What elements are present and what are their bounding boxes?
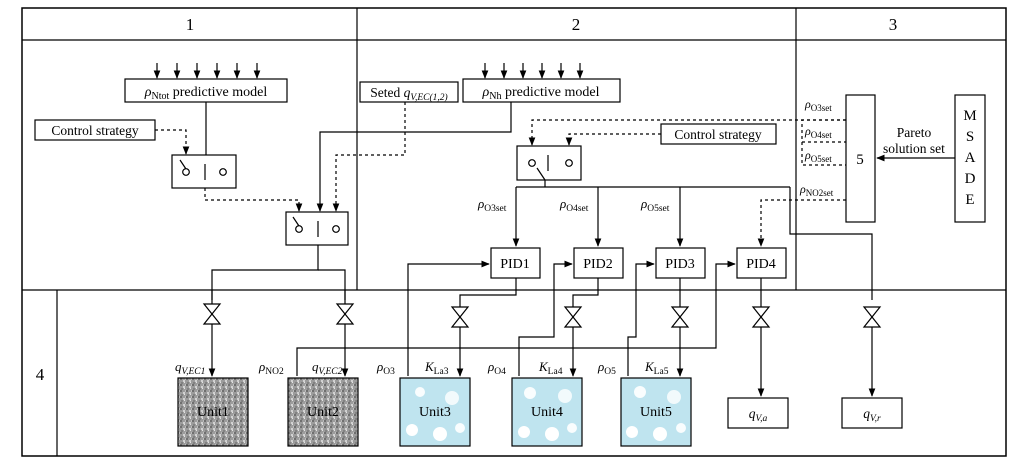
- nh-predictive-model-label: ρNh predictive model: [482, 85, 600, 102]
- msade-letter-a: A: [965, 150, 976, 166]
- seted-qv-ec-label: Seted qV,EC(1,2): [370, 85, 447, 103]
- msade-letter-d: D: [965, 171, 976, 187]
- switch-3: [516, 145, 582, 181]
- section-2-label: 2: [572, 15, 581, 34]
- pid2-block: [573, 247, 624, 279]
- section-1-label: 1: [186, 15, 195, 34]
- block-5: [845, 94, 876, 223]
- pid1-to-kla3-valve: [459, 278, 517, 307]
- block-5-label: 5: [856, 152, 864, 168]
- unit4: Unit4: [511, 377, 583, 447]
- unit1: Unit1: [177, 377, 249, 447]
- rho-o4-label: ρO4: [487, 359, 506, 377]
- rho-o4set-label: ρO4set: [559, 196, 589, 214]
- rho-o5set-label-3: ρO5set: [804, 148, 832, 164]
- rho-o4set-label-3: ρO4set: [804, 124, 832, 140]
- control-strategy-label-1: Control strategy: [51, 123, 139, 138]
- rho-no2-label: ρNO2: [258, 359, 284, 377]
- outer-frame: [21, 7, 1007, 457]
- kla4-label: KLa4: [538, 359, 563, 377]
- rho-o3-label: ρO3: [376, 359, 395, 377]
- msade-letter-s: S: [966, 129, 974, 145]
- unit5-label: Unit5: [640, 405, 672, 420]
- qva-box: [727, 397, 789, 429]
- qva-label: qV,a: [749, 406, 768, 424]
- kla5-label: KLa5: [644, 359, 669, 377]
- switch2-to-ec2-valve: [318, 269, 346, 300]
- valve-kla4: [563, 306, 583, 328]
- pid1-label: PID1: [500, 257, 530, 272]
- bus-to-qvr-valve: [789, 187, 873, 300]
- rho-no2set-label-3: ρNO2set: [799, 182, 834, 198]
- input-arrows-ntot: [153, 63, 261, 79]
- unit3: Unit3: [399, 377, 471, 447]
- kla3-label: KLa3: [424, 359, 449, 377]
- q-ec2-label: qV,EC2: [312, 359, 343, 377]
- switch-2: [285, 211, 349, 246]
- input-arrows-nh: [481, 63, 584, 79]
- control-strategy-label-2: Control strategy: [674, 127, 762, 142]
- valve-kla5: [670, 306, 690, 328]
- setpoint-loop-o4: [801, 119, 846, 143]
- nh-predictive-model-box: [462, 78, 621, 103]
- section-4-label: 4: [36, 365, 45, 384]
- unit2-feedback-to-pid4: [296, 260, 736, 376]
- pareto-setpoints-to-switch3: [528, 119, 846, 146]
- unit4-feedback-to-pid2: [518, 260, 573, 376]
- unit3-feedback-to-pid1: [407, 260, 490, 376]
- section-3-label: 3: [889, 15, 898, 34]
- valve-qvr: [862, 306, 882, 328]
- valve-ec2: [335, 303, 355, 325]
- rho-o3set-label: ρO3set: [477, 196, 507, 214]
- ntot-predictive-model-label: ρNtot predictive model: [144, 85, 268, 102]
- pid4-label: PID4: [746, 257, 776, 272]
- valve-qva: [751, 306, 771, 328]
- pid3-block: [655, 247, 706, 279]
- unit4-label: Unit4: [531, 405, 563, 420]
- pid1-block: [490, 247, 541, 279]
- switch2-to-ec1-valve: [211, 245, 319, 300]
- switch-1: [171, 154, 237, 189]
- msade-letter-m: M: [963, 108, 976, 124]
- switch1-to-switch2: [204, 188, 303, 212]
- valve-kla3: [450, 306, 470, 328]
- unit2: Unit2: [287, 377, 359, 447]
- pid2-to-kla4-valve: [572, 278, 599, 307]
- unit2-label: Unit2: [307, 405, 339, 420]
- qvr-box: [841, 397, 903, 429]
- no2set-to-pid4: [757, 199, 846, 247]
- q-ec1-label: qV,EC1: [175, 359, 205, 377]
- pareto-label-line2: solution set: [883, 141, 945, 156]
- setpoint-loop-o5: [801, 142, 846, 166]
- rho-o3set-label-3: ρO3set: [804, 97, 832, 113]
- qvr-label: qV,r: [863, 406, 881, 424]
- seted-qv-ec-box: [359, 81, 459, 103]
- msade-letter-e: E: [965, 192, 974, 208]
- unit5-feedback-to-pid3: [627, 260, 655, 376]
- pid4-block: [736, 247, 787, 279]
- unit5: Unit5: [620, 377, 692, 447]
- pid3-label: PID3: [665, 257, 695, 272]
- pid2-label: PID2: [583, 257, 613, 272]
- pareto-label-line1: Pareto: [897, 125, 932, 140]
- rho-o5set-label: ρO5set: [640, 196, 670, 214]
- unit1-label: Unit1: [197, 405, 229, 420]
- control-strategy-2-link: [565, 133, 661, 146]
- control-strategy-1-link: [155, 129, 190, 155]
- valve-ec1: [202, 303, 222, 325]
- nh-model-to-switch2: [316, 102, 512, 212]
- rho-o5-label: ρO5: [597, 359, 616, 377]
- seted-to-switch2: [332, 102, 406, 212]
- unit3-label: Unit3: [419, 405, 451, 420]
